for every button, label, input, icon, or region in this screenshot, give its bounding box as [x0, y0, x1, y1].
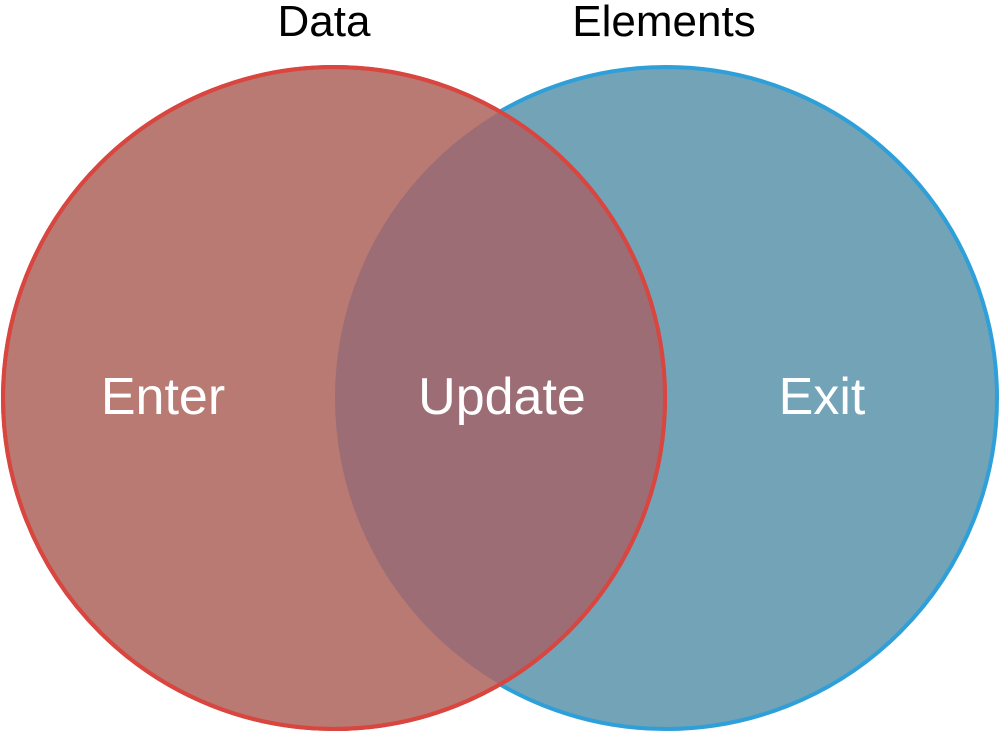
enter-region-label: Enter	[101, 368, 225, 426]
data-set-outline	[1, 65, 667, 731]
elements-set-title: Elements	[572, 0, 755, 46]
update-region-label: Update	[418, 368, 586, 426]
data-set-title: Data	[278, 0, 371, 46]
exit-region-label: Exit	[779, 368, 866, 426]
intersection-region	[335, 67, 665, 729]
